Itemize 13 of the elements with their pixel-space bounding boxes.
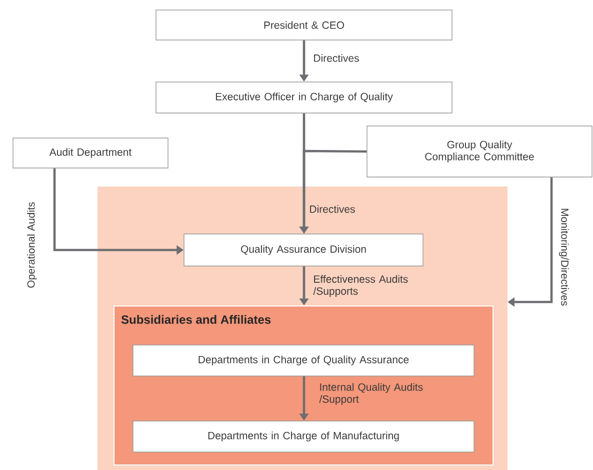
org-box: Quality Assurance Division [184,234,424,266]
org-box: Departments in Charge of Quality Assurance [132,344,474,376]
org-box: Executive Officer in Charge of Quality [156,82,452,114]
org-box: Departments in Charge of Manufacturing [132,420,474,452]
edge-label: Directives [310,205,355,213]
edge-label: Monitoring/Directives [559,208,569,306]
edge-label: Internal Quality Audits /Support [319,383,423,405]
edge-label: Directives [314,54,359,62]
org-box: Group Quality Compliance Committee [366,126,592,178]
edge-label: Effectiveness Audits /Supports [313,275,408,297]
org-box: President & CEO [156,10,452,40]
org-box: Audit Department [12,138,168,168]
edge-label: Operational Audits [27,202,37,288]
